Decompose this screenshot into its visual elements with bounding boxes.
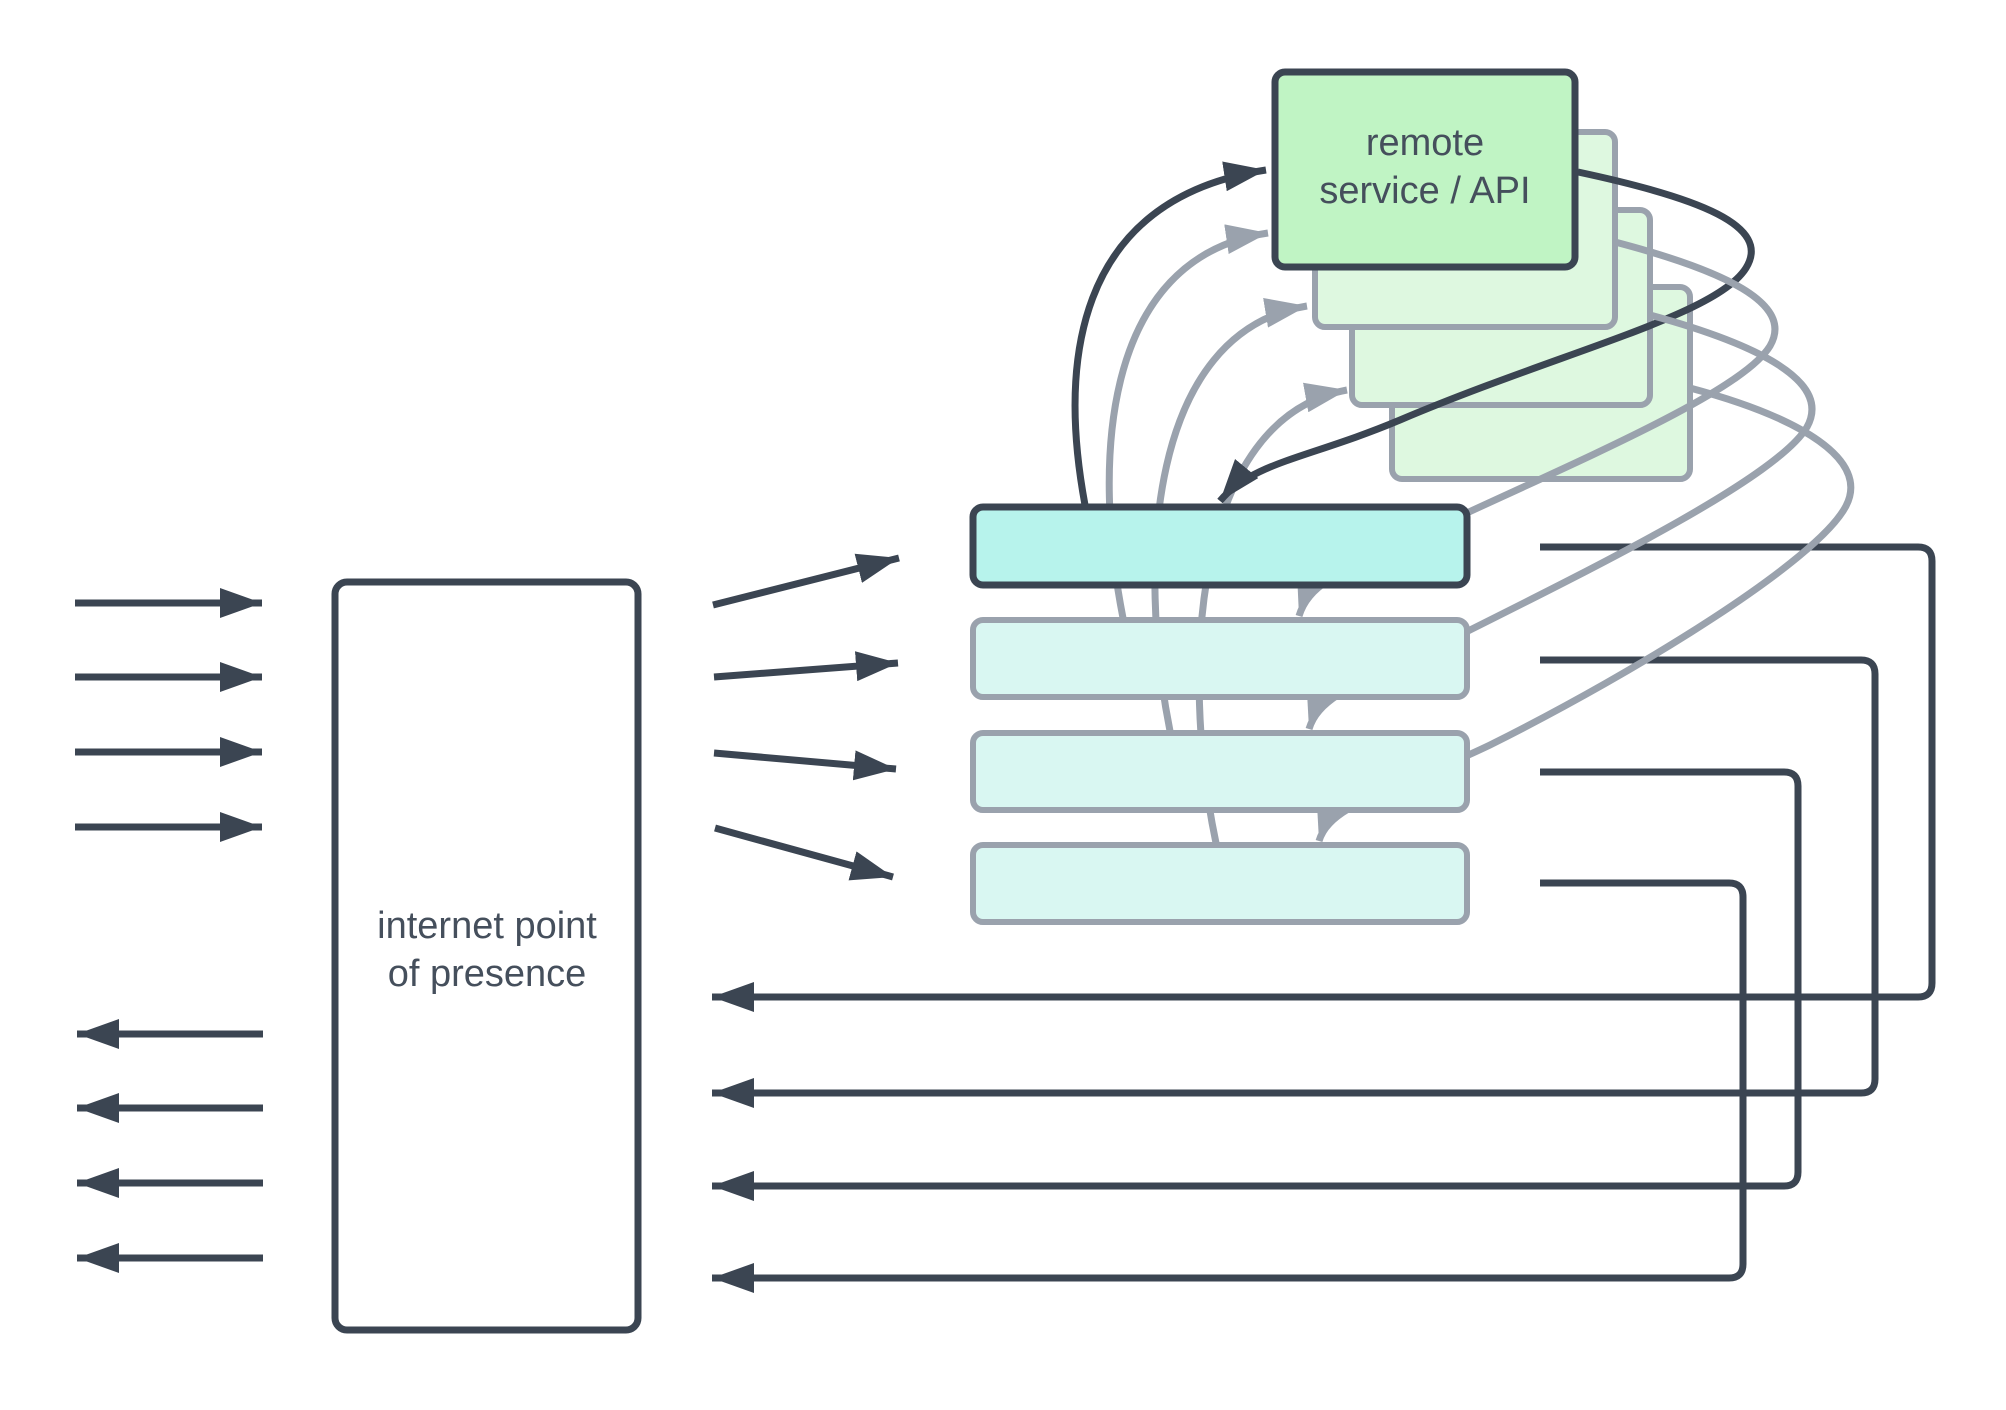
inbound-arrows <box>75 588 262 842</box>
return-loop-4 <box>712 879 1747 1293</box>
request-bar-2 <box>970 617 1470 700</box>
fan-arrow-to-bar4 <box>714 824 894 881</box>
request-bar-1 <box>969 503 1471 589</box>
fan-out-arrows <box>712 553 900 881</box>
internet-pop-box <box>331 578 642 1334</box>
request-curve-bar1-to-service <box>1071 161 1267 506</box>
fan-arrow-to-bar3 <box>713 749 897 781</box>
request-bar-4 <box>970 842 1470 925</box>
fan-arrow-to-bar2 <box>713 651 899 682</box>
return-loop-2 <box>712 656 1879 1108</box>
return-loops <box>712 543 1936 1293</box>
remote-service-box <box>1271 68 1579 271</box>
remote-service-label-line2: service / API <box>1319 170 1530 212</box>
return-loop-3 <box>712 768 1802 1201</box>
remote-service-label-line1: remote <box>1366 122 1484 164</box>
remote-service-stack: remote service / API <box>1271 68 1693 482</box>
internet-pop-label-line2: of presence <box>388 953 587 995</box>
request-bars <box>969 503 1471 925</box>
internet-pop-label-line1: internet point <box>377 905 597 947</box>
response-curve-service-to-bar1 <box>1217 168 1755 504</box>
return-loop-1 <box>712 543 1936 1012</box>
fan-arrow-to-bar1 <box>712 553 900 609</box>
outbound-arrows <box>77 1019 263 1273</box>
internet-pop: internet point of presence <box>331 578 642 1334</box>
request-bar-3 <box>970 730 1470 813</box>
